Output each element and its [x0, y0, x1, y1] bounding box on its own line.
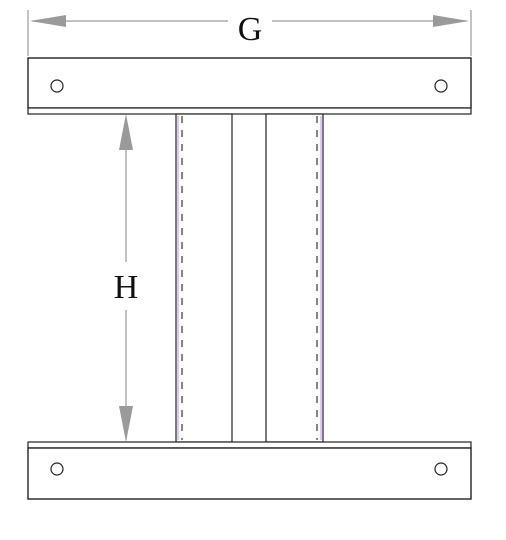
left-post-outline [175, 113, 233, 443]
right-post [265, 113, 324, 443]
width-arrowhead-left [30, 15, 66, 27]
width-dimension: G [27, 10, 472, 56]
top-left-bolt-hole [50, 79, 64, 93]
top-plate [27, 57, 472, 115]
width-arrowhead-right [433, 15, 469, 27]
height-dimension: H [114, 114, 139, 442]
height-arrowhead-top [119, 114, 133, 150]
bottom-right-bolt-hole [434, 462, 448, 476]
bottom-plate-flange [27, 441, 472, 449]
bottom-left-bolt-hole [50, 462, 64, 476]
height-label: H [114, 269, 139, 306]
top-right-bolt-hole [434, 79, 448, 93]
bottom-plate-body [27, 447, 472, 500]
right-post-outline [265, 113, 324, 443]
top-plate-body [27, 57, 472, 109]
height-arrowhead-bottom [119, 406, 133, 442]
left-post [175, 113, 233, 443]
top-plate-flange [27, 107, 472, 115]
width-label: G [238, 11, 263, 48]
bottom-plate [27, 441, 472, 500]
